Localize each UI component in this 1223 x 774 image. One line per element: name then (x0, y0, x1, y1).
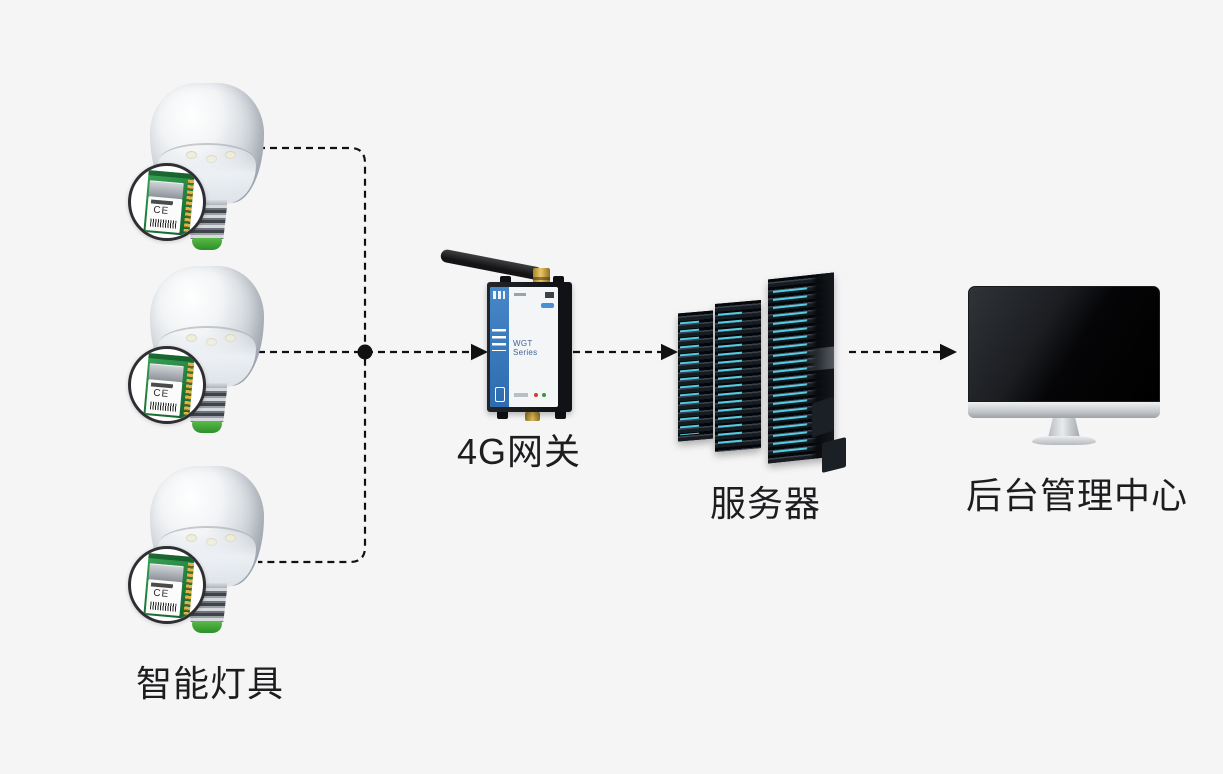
mount-ear (553, 276, 564, 285)
status-leds (514, 391, 554, 399)
power-icons (493, 291, 505, 299)
device-series-text: WGT Series (513, 339, 538, 357)
wireless-module-inset: CE (128, 163, 206, 241)
module-barcode (149, 218, 177, 229)
led-green (542, 393, 546, 397)
led-chip (186, 334, 198, 343)
panel-text-bar (514, 293, 526, 296)
bulb-collar (187, 583, 227, 589)
arrowhead-monitor (940, 343, 957, 361)
ce-mark: CE (152, 204, 170, 218)
led-chip (205, 338, 217, 346)
led-chip (225, 151, 237, 160)
antenna (439, 248, 544, 281)
junction-dot (357, 344, 373, 360)
mount-ear (500, 276, 511, 285)
ce-mark: CE (152, 387, 170, 401)
wireless-module-inset: CE (128, 346, 206, 424)
gateway-device: WGT Series (437, 248, 582, 422)
smart-bulb-2: CE (126, 262, 296, 447)
wireless-module: CE (143, 170, 195, 236)
bulb-collar (187, 200, 227, 206)
led-red (534, 393, 538, 397)
usb-icon (495, 387, 505, 402)
server-rack-middle (715, 299, 761, 453)
vent-lines (492, 329, 506, 351)
module-barcode (149, 401, 177, 412)
led-chip (205, 155, 217, 163)
backend-monitor (962, 284, 1177, 446)
smart-bulb-1: CE (126, 79, 296, 264)
label-server: 服务器 (710, 483, 822, 524)
label-backend-center: 后台管理中心 (966, 475, 1189, 516)
module-label: CE (145, 379, 183, 417)
gateway-front-panel: WGT Series (490, 287, 558, 407)
wireless-module-inset: CE (128, 546, 206, 624)
label-smart-lamps: 智能灯具 (136, 663, 285, 704)
smart-bulb-3: CE (126, 462, 296, 647)
monitor-stand (1048, 418, 1080, 438)
led-chip (205, 538, 217, 546)
monitor-chin (968, 402, 1160, 418)
bottom-connector (525, 412, 540, 421)
rack-reflection (804, 346, 834, 372)
led-chip (225, 534, 237, 543)
bulb-rim (160, 526, 254, 559)
server-racks (676, 272, 851, 473)
rack-foot (822, 437, 846, 473)
bulb-rim (160, 326, 254, 359)
gateway-blue-stripe (490, 287, 509, 407)
rack-lights (718, 309, 743, 445)
bulb-collar (187, 383, 227, 389)
wireless-module: CE (143, 353, 195, 419)
mount-ear (497, 410, 508, 419)
rack-lights (680, 318, 699, 435)
mount-ear (555, 410, 566, 419)
bulb-green-tip (192, 621, 222, 633)
led-chip (186, 534, 198, 543)
rack-foot (812, 396, 834, 438)
rack-lights (772, 284, 807, 454)
server-rack-right (768, 272, 834, 464)
led-chip (225, 334, 237, 343)
sim-slot (541, 303, 554, 308)
module-label: CE (145, 579, 183, 617)
server-rack-left (678, 310, 713, 442)
module-barcode (149, 601, 177, 612)
signal-icon (545, 292, 554, 298)
bulb-green-tip (192, 238, 222, 250)
module-label: CE (145, 196, 183, 234)
monitor-screen (968, 286, 1160, 402)
monitor-base (1032, 436, 1096, 445)
gateway-body: WGT Series (487, 282, 572, 412)
bulb-rim (160, 143, 254, 176)
led-chip (186, 151, 198, 160)
ce-mark: CE (152, 587, 170, 601)
label-gateway: 4G网关 (457, 431, 582, 472)
bulb-green-tip (192, 421, 222, 433)
wireless-module: CE (143, 553, 195, 619)
